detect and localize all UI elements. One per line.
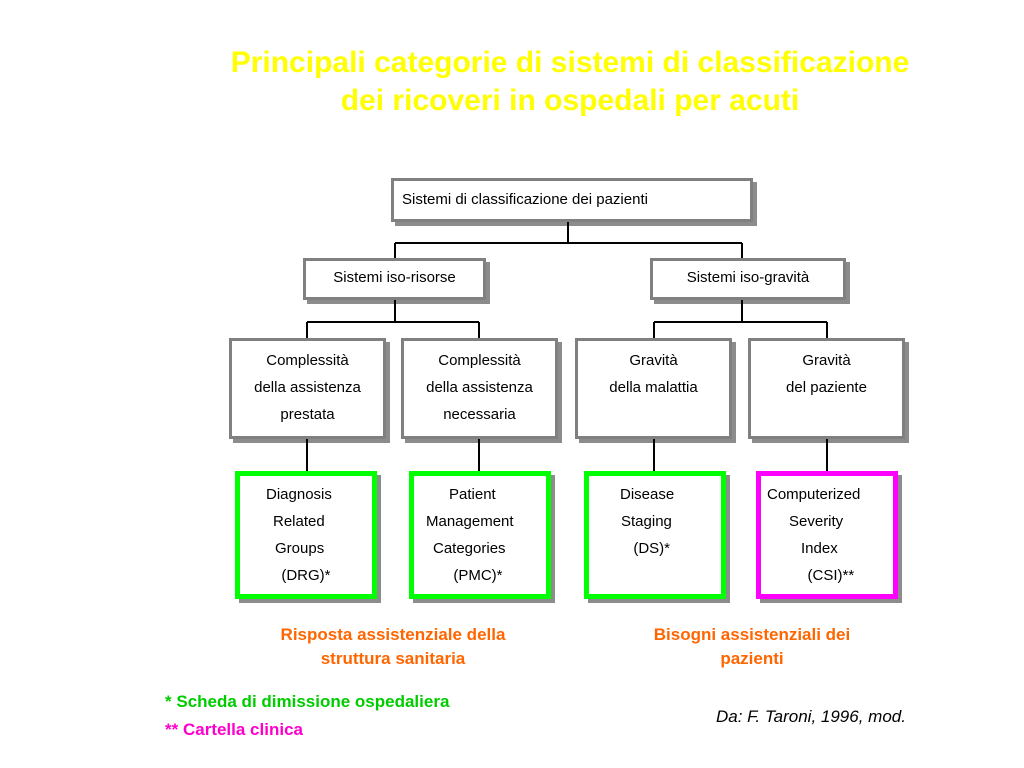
caption-right-line-2: pazienti — [720, 649, 784, 668]
category-3-line-1: Gravità — [629, 352, 678, 369]
caption-right-line-1: Bisogni assistenziali dei — [653, 625, 851, 644]
drg-line-3: Groups — [275, 540, 325, 557]
pmc-line-1: Patient — [449, 486, 496, 503]
pmc-line-3: Categories — [433, 540, 506, 557]
title-line-2: dei ricoveri in ospedali per acuti — [340, 84, 800, 117]
csi-line-4: (CSI)** — [795, 567, 855, 584]
category-box-assistenza-necessaria: Complessità della assistenza necessaria — [401, 338, 558, 439]
slide-title: Principali categorie di sistemi di class… — [175, 44, 965, 120]
footnote-1-marker: * — [165, 692, 172, 711]
ds-line-1: Disease — [620, 486, 675, 503]
root-label: Sistemi di classificazione dei pazienti — [402, 191, 648, 208]
ds-line-2: Staging — [621, 513, 672, 530]
csi-line-2: Severity — [789, 513, 844, 530]
iso-gravita-label: Sistemi iso-gravità — [686, 269, 810, 286]
category-2-line-3: necessaria — [443, 406, 516, 423]
category-box-gravita-malattia: Gravità della malattia — [575, 338, 732, 439]
category-1-line-2: della assistenza — [254, 379, 361, 396]
footnote-1-text: Scheda di dimissione ospedaliera — [176, 692, 450, 711]
caption-risposta-assistenziale: Risposta assistenziale della struttura s… — [228, 623, 558, 671]
csi-line-3: Index — [801, 540, 838, 557]
category-box-gravita-paziente: Gravità del paziente — [748, 338, 905, 439]
category-2-line-2: della assistenza — [426, 379, 533, 396]
title-line-1: Principali categorie di sistemi di class… — [230, 46, 910, 79]
category-1-line-3: prestata — [280, 406, 335, 423]
category-4-line-1: Gravità — [802, 352, 851, 369]
caption-bisogni-assistenziali: Bisogni assistenziali dei pazienti — [592, 623, 912, 671]
system-box-csi: Computerized Severity Index (CSI)** — [756, 471, 898, 599]
source-citation: Da: F. Taroni, 1996, mod. — [716, 707, 906, 726]
drg-line-1: Diagnosis — [266, 486, 332, 503]
pmc-line-2: Management — [426, 513, 514, 530]
root-box: Sistemi di classificazione dei pazienti — [391, 178, 753, 222]
drg-line-2: Related — [273, 513, 325, 530]
category-1-line-1: Complessità — [266, 352, 349, 369]
category-box-assistenza-prestata: Complessità della assistenza prestata — [229, 338, 386, 439]
footnote-2-marker: ** — [165, 720, 179, 739]
footnote-scheda-dimissione: * Scheda di dimissione ospedaliera — [165, 690, 449, 714]
category-4-line-2: del paziente — [786, 379, 867, 396]
category-3-line-2: della malattia — [609, 379, 698, 396]
connector-lines — [306, 221, 828, 473]
footnote-cartella-clinica: ** Cartella clinica — [165, 718, 303, 742]
footnote-2-text: Cartella clinica — [182, 720, 303, 739]
system-box-pmc: Patient Management Categories (PMC)* — [409, 471, 551, 599]
system-box-ds: Disease Staging (DS)* — [584, 471, 726, 599]
csi-line-1: Computerized — [767, 486, 861, 503]
caption-left-line-2: struttura sanitaria — [320, 649, 466, 668]
pmc-line-4: (PMC)* — [445, 567, 503, 584]
ds-line-3: (DS)* — [625, 540, 670, 557]
system-box-drg: Diagnosis Related Groups (DRG)* — [235, 471, 377, 599]
category-2-line-1: Complessità — [438, 352, 521, 369]
iso-risorse-box: Sistemi iso-risorse — [303, 258, 486, 300]
iso-gravita-box: Sistemi iso-gravità — [650, 258, 846, 300]
caption-left-line-1: Risposta assistenziale della — [280, 625, 506, 644]
iso-risorse-label: Sistemi iso-risorse — [333, 269, 456, 286]
drg-line-4: (DRG)* — [273, 567, 331, 584]
